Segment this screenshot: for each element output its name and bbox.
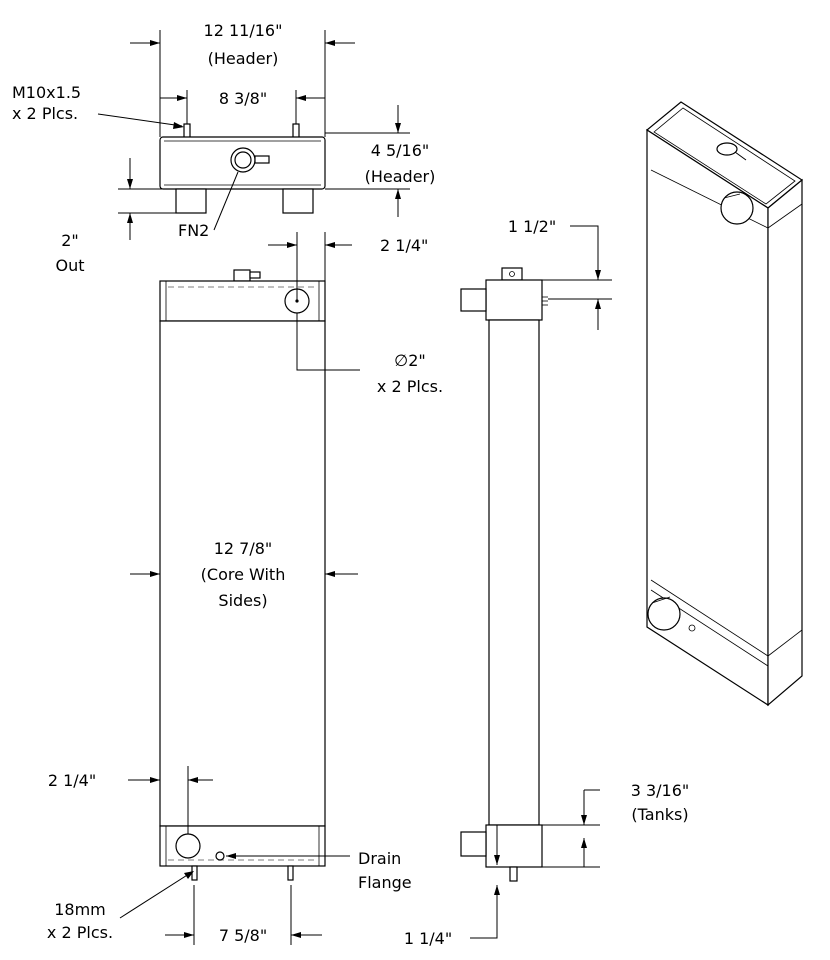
iso-drain <box>688 624 696 632</box>
fill-neck-tab <box>254 155 270 164</box>
thread-qty-label: x 2 Plcs. <box>12 104 78 123</box>
outlet-pipe-right <box>282 188 314 214</box>
top-view: 12 11/16" (Header) 8 3/8" M10x1.5 x 2 Pl… <box>12 21 435 275</box>
drain-fitting <box>215 851 225 861</box>
front-view: 2 1/4" ∅2" x 2 Plcs. 12 7/8" (Core With … <box>47 232 443 945</box>
iso-top-port <box>720 191 754 225</box>
stud-size-label: 18mm <box>54 900 106 919</box>
side-top-tank <box>485 279 543 321</box>
side-view: 1 1/2" 3 3/16" (Tanks) 1 1/4" <box>404 217 689 948</box>
side-bottom-tank <box>485 824 543 868</box>
bottom-port-offset-label: 2 1/4" <box>48 771 96 790</box>
tank-note-label: (Tanks) <box>631 805 688 824</box>
top-mount-stud-right <box>292 123 300 139</box>
mount-spacing-label: 8 3/8" <box>219 89 267 108</box>
front-core <box>159 320 326 827</box>
header-height-label: 4 5/16" <box>371 141 430 160</box>
side-cap <box>501 267 523 281</box>
core-note-1: (Core With <box>201 565 286 584</box>
stud-qty-label: x 2 Plcs. <box>47 923 113 942</box>
header-height-note: (Header) <box>365 167 436 186</box>
top-port-offset-label: 2 1/4" <box>380 236 428 255</box>
outlet-pipe-left <box>175 188 207 214</box>
front-cap <box>233 269 251 282</box>
side-bottom-pipe <box>460 831 487 857</box>
iso-fill-cap <box>716 142 738 156</box>
side-bottom-stud <box>509 866 518 882</box>
front-bottom-stud-left <box>191 865 198 881</box>
port-dia-label: ∅2" <box>394 351 425 370</box>
isometric-view <box>645 101 804 707</box>
side-bottom-offset-label: 1 1/4" <box>404 929 452 948</box>
drain-label-1: Drain <box>358 849 401 868</box>
core-note-2: Sides) <box>218 591 267 610</box>
side-top-offset-label: 1 1/2" <box>508 217 556 236</box>
iso-side-face <box>767 178 803 707</box>
top-mount-stud-left <box>183 123 191 139</box>
header-width-label: 12 11/16" <box>204 21 283 40</box>
tank-height-label: 3 3/16" <box>631 781 690 800</box>
port-qty-label: x 2 Plcs. <box>377 377 443 396</box>
header-width-note: (Header) <box>208 49 279 68</box>
outlet-size-label: 2" <box>61 231 79 250</box>
drain-label-2: Flange <box>358 873 412 892</box>
iso-bottom-port <box>647 597 681 631</box>
thread-label: M10x1.5 <box>12 83 81 102</box>
front-bottom-port <box>175 833 201 859</box>
fill-neck-inner <box>234 151 252 169</box>
front-bottom-stud-right <box>287 865 294 881</box>
side-core <box>488 319 540 826</box>
outlet-note-label: Out <box>55 256 84 275</box>
stud-spacing-label: 7 5/8" <box>219 926 267 945</box>
core-width-label: 12 7/8" <box>214 539 273 558</box>
side-top-pipe <box>460 288 487 312</box>
fill-neck-label: FN2 <box>178 221 209 240</box>
